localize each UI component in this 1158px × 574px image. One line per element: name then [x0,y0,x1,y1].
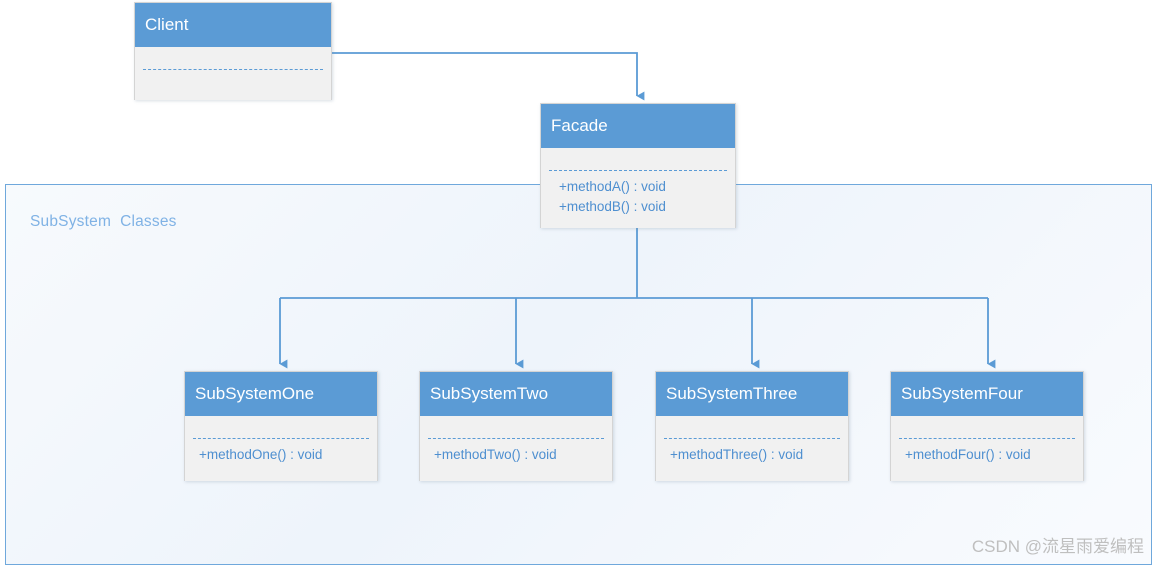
class-box-subsystem-one[interactable]: SubSystemOne +methodOne() : void [184,371,378,481]
class-method: +methodOne() : void [199,447,323,462]
class-body-subsystem-four: +methodFour() : void [891,416,1083,481]
class-body-subsystem-three: +methodThree() : void [656,416,848,481]
class-method: +methodThree() : void [670,447,804,462]
class-method-list-subsystem-one: +methodOne() : void [185,416,377,465]
class-name-facade: Facade [541,104,735,148]
class-method-list-client [135,47,331,76]
class-method-list-subsystem-four: +methodFour() : void [891,416,1083,465]
class-box-client[interactable]: Client [134,2,332,100]
connector-client-to-facade [332,52,645,101]
class-separator [549,170,727,171]
subsystem-group-label: SubSystem Classes [30,213,177,230]
class-name-subsystem-two: SubSystemTwo [420,372,612,416]
class-name-subsystem-one: SubSystemOne [185,372,377,416]
class-name-client: Client [135,3,331,47]
class-box-subsystem-two[interactable]: SubSystemTwo +methodTwo() : void [419,371,613,481]
class-separator [143,69,323,70]
class-method: +methodFour() : void [905,447,1031,462]
class-body-subsystem-two: +methodTwo() : void [420,416,612,481]
class-separator [428,438,604,439]
class-body-client [135,47,331,100]
class-method: +methodTwo() : void [434,447,557,462]
watermark-text: CSDN @流星雨爱编程 [971,537,1144,556]
class-separator [664,438,840,439]
class-method-list-subsystem-two: +methodTwo() : void [420,416,612,465]
class-method: +methodA() : void [559,179,666,194]
class-body-subsystem-one: +methodOne() : void [185,416,377,481]
class-method-list-facade: +methodA() : void +methodB() : void [541,148,735,217]
class-method-list-subsystem-three: +methodThree() : void [656,416,848,465]
class-separator [193,438,369,439]
class-box-subsystem-four[interactable]: SubSystemFour +methodFour() : void [890,371,1084,481]
class-box-facade[interactable]: Facade +methodA() : void +methodB() : vo… [540,103,736,228]
class-body-facade: +methodA() : void +methodB() : void [541,148,735,228]
class-separator [899,438,1075,439]
class-name-subsystem-three: SubSystemThree [656,372,848,416]
class-method: +methodB() : void [559,199,666,214]
class-box-subsystem-three[interactable]: SubSystemThree +methodThree() : void [655,371,849,481]
class-name-subsystem-four: SubSystemFour [891,372,1083,416]
